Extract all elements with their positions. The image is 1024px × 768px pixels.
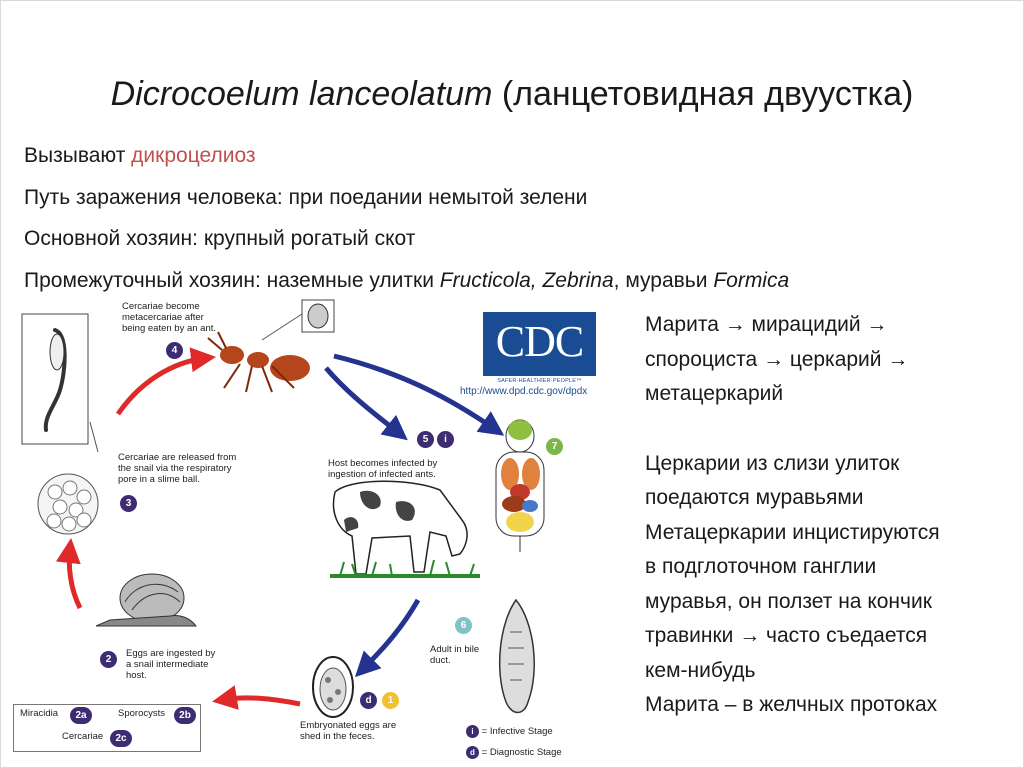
bullet-main-host: Основной хозяин: крупный рогатый скот xyxy=(24,227,416,250)
bullet-disease-label: Вызывают xyxy=(24,144,132,167)
description-line: Метацеркарии инцистируются xyxy=(645,520,940,544)
badge-step5: 5 xyxy=(417,431,434,448)
label-step1: Embryonated eggs are shed in the feces. xyxy=(300,720,396,742)
diagnostic-icon: d xyxy=(466,746,479,759)
cdc-url[interactable]: http://www.dpd.cdc.gov/dpdx xyxy=(460,386,588,397)
snail-icon xyxy=(95,573,198,627)
label-step3-line: Cercariae are released from xyxy=(118,452,237,463)
ant-icon xyxy=(207,331,310,393)
snail-genera: Fructicola, Zebrina xyxy=(439,268,614,292)
badge-step4: 4 xyxy=(166,342,183,359)
description-line: в подглоточном ганглии xyxy=(645,555,877,578)
metacercaria-inset-icon xyxy=(301,299,335,333)
badge-2a: 2a xyxy=(70,707,92,724)
label-step5-line: ingestion of infected ants. xyxy=(328,469,436,480)
description-line: кем-нибудь xyxy=(645,658,756,682)
cdc-logo-text: CDC xyxy=(495,317,584,366)
badge-step2: 2 xyxy=(100,651,117,668)
cow-icon xyxy=(330,480,480,578)
bullet-disease: Вызывают дикроцелиоз xyxy=(24,142,1014,184)
label-step1-line: Embryonated eggs are xyxy=(300,720,397,731)
legend-diagnostic-stage: d = Diagnostic Stage xyxy=(466,746,562,759)
label-step4-line: metacercariae after xyxy=(122,312,204,323)
label-step6: Adult in bile duct. xyxy=(430,644,479,666)
label-step2-line: Eggs are ingested by xyxy=(126,648,216,659)
arrow-ant-to-human xyxy=(333,353,505,436)
title-latin: Dicrocoelum lanceolatum xyxy=(110,75,493,113)
label-step5: Host becomes infected by ingestion of in… xyxy=(328,458,437,480)
adult-fluke-icon xyxy=(498,598,535,714)
disease-name: дикроцелиоз xyxy=(131,144,256,167)
slime-ball-icon xyxy=(37,473,99,535)
legend-infective-stage: i = Infective Stage xyxy=(466,725,553,738)
bullet-intermediate-host: Промежуточный хозяин: наземные улитки Fr… xyxy=(24,267,1014,309)
stage-key-box: Miracidia 2a Sporocysts 2b Cercariae 2c xyxy=(13,704,201,752)
infective-icon: i xyxy=(466,725,479,738)
label-step3: Cercariae are released from the snail vi… xyxy=(118,452,236,485)
paragraph-gap xyxy=(645,412,1017,447)
arrow-host-to-egg xyxy=(354,598,421,678)
description-line: Марита – в желчных протоках xyxy=(645,693,938,716)
label-step2-line: host. xyxy=(126,670,147,681)
cdc-tagline: SAFER·HEALTHIER·PEOPLE™ xyxy=(497,378,582,384)
embryonated-egg-icon xyxy=(312,656,354,718)
badge-2c: 2c xyxy=(110,730,132,747)
arrow-slime-to-ant xyxy=(115,347,216,416)
legend-infective-label: = Infective Stage xyxy=(481,726,553,738)
description-line: поедаются муравьями xyxy=(645,486,864,509)
human-organs-icon xyxy=(495,419,545,552)
title-russian: (ланцетовидная двуустка) xyxy=(492,75,914,113)
arrow-snail-to-slime xyxy=(55,538,83,610)
label-step3-line: pore in a slime ball. xyxy=(118,474,200,485)
description-line: муравья, он ползет на кончик xyxy=(645,589,932,613)
label-step2: Eggs are ingested by a snail intermediat… xyxy=(126,648,215,681)
bullet-list: Вызывают дикроцелиоз Путь заражения чело… xyxy=(24,142,1014,308)
legend-diagnostic-label: = Diagnostic Stage xyxy=(481,747,562,759)
label-step6-line: duct. xyxy=(430,655,451,666)
ant-genus: Formica xyxy=(713,268,790,292)
label-step5-line: Host becomes infected by xyxy=(328,458,438,469)
label-step4-line: Cercariae become xyxy=(122,301,200,312)
pointer-line xyxy=(261,313,303,341)
badge-2b: 2b xyxy=(174,707,196,724)
key-cercariae: Cercariae xyxy=(62,731,104,742)
stages-line: спороциста → церкарий → xyxy=(645,347,909,371)
badge-infective-step5: i xyxy=(437,431,454,448)
badge-step3: 3 xyxy=(120,495,137,512)
description-line: травинки → часто съедается xyxy=(645,624,928,647)
badge-step6: 6 xyxy=(455,617,472,634)
label-step4-line: being eaten by an ant. xyxy=(122,323,217,334)
intermediate-host-label: Промежуточный хозяин: наземные улитки xyxy=(24,268,440,292)
intermediate-host-mid: , муравьи xyxy=(613,268,714,292)
label-step3-line: the snail via the respiratory xyxy=(118,463,232,474)
stages-line: Марита → мирацидий → xyxy=(645,313,888,336)
key-sporocysts: Sporocysts xyxy=(118,708,165,719)
cdc-logo: CDC xyxy=(483,312,596,376)
key-miracidia: Miracidia xyxy=(20,708,59,719)
label-step2-line: a snail intermediate xyxy=(126,659,209,670)
description-line: Церкарии из слизи улиток xyxy=(645,451,900,475)
label-step6-line: Adult in bile xyxy=(430,644,480,655)
arrow-ant-to-cow xyxy=(324,366,408,441)
badge-diagnostic-step1: d xyxy=(360,692,377,709)
lifecycle-description: Марита → мирацидий → спороциста → церкар… xyxy=(645,308,1017,723)
lifecycle-diagram: Cercariae become metacercariae after bei… xyxy=(0,292,640,768)
bullet-infection-route: Путь заражения человека: при поедании не… xyxy=(24,185,588,209)
pointer-line xyxy=(89,421,99,453)
slide-title: Dicrocoelum lanceolatum (ланцетовидная д… xyxy=(0,72,1024,116)
fluke-frame-icon xyxy=(21,313,89,445)
stages-line: метацеркарий xyxy=(645,382,784,405)
arrow-egg-to-snail xyxy=(212,685,301,710)
badge-step1: 1 xyxy=(382,692,399,709)
label-step1-line: shed in the feces. xyxy=(300,731,375,742)
badge-step7: 7 xyxy=(546,438,563,455)
label-step4: Cercariae become metacercariae after bei… xyxy=(122,301,216,334)
